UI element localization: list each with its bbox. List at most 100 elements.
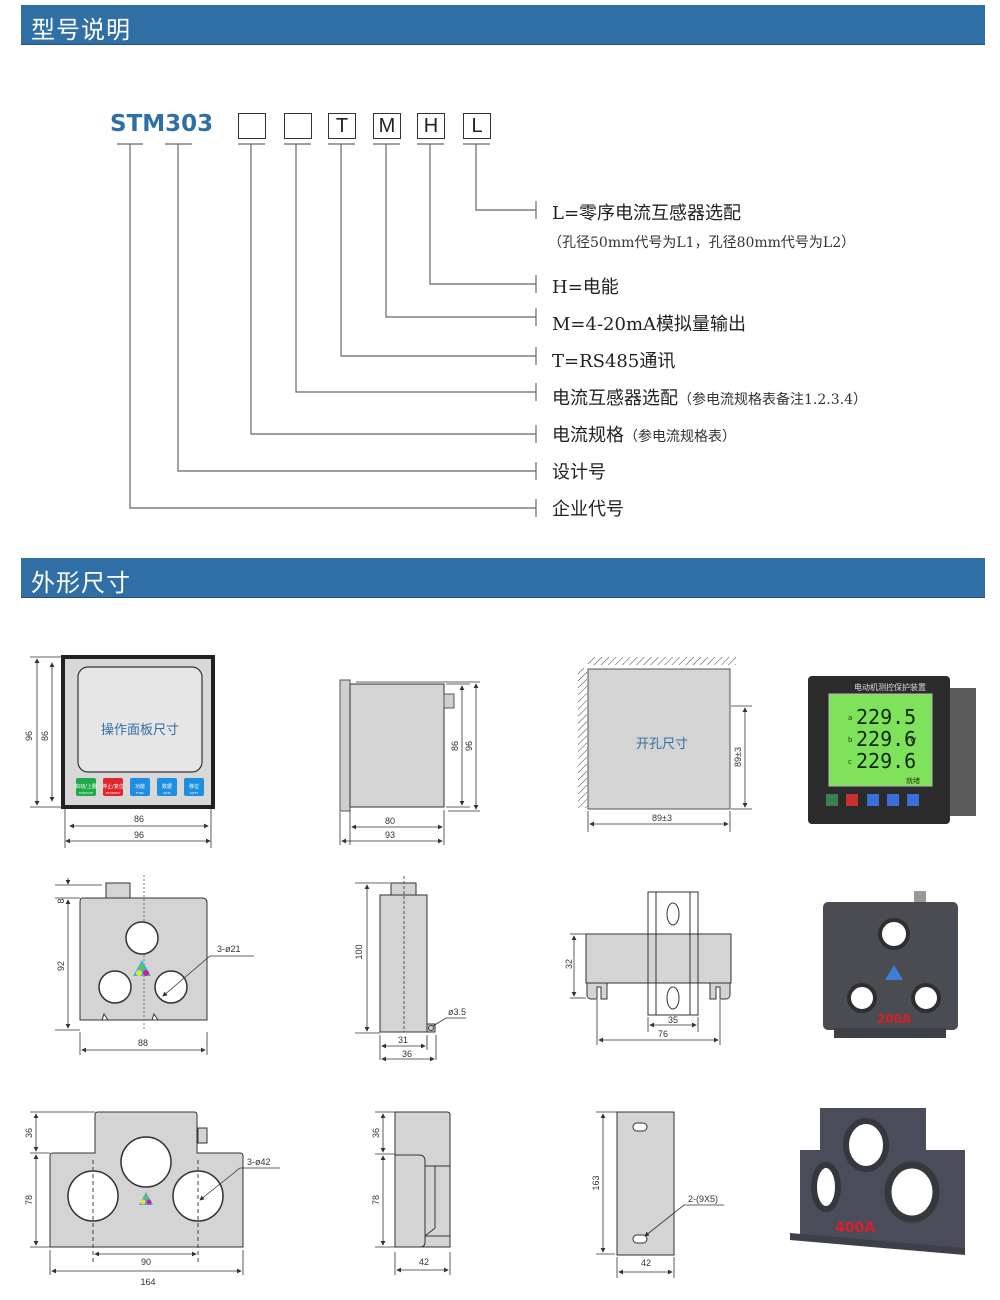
ct-large-dim-h2: 78: [24, 1195, 34, 1205]
panel-button-label: 功能: [135, 783, 145, 790]
ct-large-side-drawing: 36 78 42: [371, 1111, 451, 1275]
panel-button-label: 移位: [189, 783, 199, 790]
panel-button: [130, 778, 150, 796]
section-title-dimensions: 外形尺寸: [31, 569, 131, 597]
desc-design-text: 设计号: [552, 462, 606, 483]
dim-outer-w: 96: [134, 830, 144, 840]
desc-ct-note: （参电流规格表备注1.2.3.4）: [678, 392, 867, 408]
desc-spec-note: （参电流规格表）: [624, 429, 736, 445]
dim-outer-h: 96: [24, 731, 34, 741]
dim-inner-h: 86: [40, 731, 50, 741]
desc-l-text: L=零序电流互感器选配: [552, 203, 742, 224]
meter-status: 就绪: [906, 776, 920, 785]
model-box-t: T: [328, 113, 356, 139]
desc-l-note: （孔径50mm代号为L1，孔径80mm代号为L2）: [548, 235, 856, 251]
side-dim-w1: 80: [385, 816, 395, 826]
side-panel-drawing: 86 96 80 93: [339, 679, 480, 845]
side-dim-h1: 86: [450, 741, 460, 751]
model-prefix: STM303: [110, 111, 214, 137]
panel-button-label: 启动/上翻: [75, 783, 97, 790]
ct-large-side-dim-w: 42: [419, 1257, 429, 1267]
side-dim-h2: 96: [464, 741, 474, 751]
model-connector-lines: [117, 143, 537, 517]
dim-inner-w: 86: [134, 814, 144, 824]
ct-small-dim-hole: 3-ø21: [217, 944, 241, 954]
ct-small-side-dim-hole: ø3.5: [448, 1007, 466, 1017]
ct-large-front-drawing: 36 78 90 164 3-ø42: [24, 1111, 280, 1287]
ct-small-side-dim-w1: 31: [398, 1035, 408, 1045]
section-banner-model: 型号说明: [21, 5, 985, 44]
section-banner-dimensions: 外形尺寸: [21, 558, 985, 597]
panel-button: [103, 778, 123, 796]
desc-m: M=4-20mA模拟量输出: [552, 310, 746, 336]
desc-ct: 电流互感器选配（参电流规格表备注1.2.3.4）: [552, 384, 867, 410]
cutout-drawing: 开孔尺寸 89±3 89±3: [578, 657, 752, 832]
side-dim-w2: 93: [385, 830, 395, 840]
panel-button-en: START/UP: [79, 791, 93, 795]
rail-dim-w1: 35: [668, 1015, 678, 1025]
desc-company-text: 企业代号: [552, 499, 624, 520]
model-box-l: L: [463, 113, 491, 139]
rail-dim-w2: 76: [658, 1029, 668, 1039]
desc-company: 企业代号: [552, 495, 624, 521]
ct-small-dim-w: 88: [138, 1038, 148, 1048]
meter-unit: V: [910, 737, 917, 747]
ct-large-dim-h1: 36: [24, 1128, 34, 1138]
meter-value: 229.6: [856, 727, 916, 751]
model-box-m: M: [373, 113, 401, 139]
ct-large-dim-hole: 3-ø42: [247, 1157, 271, 1167]
desc-h: H=电能: [552, 273, 619, 299]
meter-value: 229.5: [856, 705, 916, 729]
plate-dim-slot: 2-(9X5): [688, 1194, 718, 1204]
panel-button-en: STOP/RST: [106, 791, 121, 795]
panel-button-en: DATA: [163, 791, 172, 795]
desc-ct-text: 电流互感器选配: [552, 388, 678, 409]
plate-dim-w: 42: [641, 1258, 651, 1268]
model-box-2: [284, 113, 312, 139]
ct-small-side-drawing: 100 31 36 ø3.5: [354, 876, 466, 1062]
ct-large-rating: 400A: [835, 1220, 875, 1236]
ct-large-plate-drawing: 163 42 2-(9X5): [591, 1111, 724, 1278]
desc-m-text: M=4-20mA模拟量输出: [552, 314, 747, 335]
meter-value: 229.6: [856, 749, 916, 773]
ct-large-side-dim-h1: 36: [371, 1128, 381, 1138]
section-title-model: 型号说明: [31, 16, 131, 44]
ct-large-dim-w1: 90: [141, 1257, 151, 1267]
ct-small-dim-top: 8: [56, 898, 66, 903]
desc-t-text: T=RS485通讯: [552, 351, 676, 372]
desc-l: L=零序电流互感器选配: [552, 199, 741, 225]
ct-large-photo: 400A: [790, 1108, 965, 1255]
ct-small-dim-h: 92: [56, 961, 66, 971]
model-box-1: [238, 113, 266, 139]
cutout-label: 开孔尺寸: [636, 737, 688, 752]
desc-t: T=RS485通讯: [552, 347, 675, 373]
panel-label: 操作面板尺寸: [101, 722, 179, 738]
panel-button: [184, 778, 204, 796]
ct-small-rating: 200A: [877, 1012, 912, 1026]
ct-large-side-dim-h2: 78: [371, 1195, 381, 1205]
panel-button-label: 停止/复位: [102, 783, 124, 790]
ct-small-photo: 200A: [823, 891, 958, 1038]
panel-button: [157, 778, 177, 796]
panel-button-en: SHIFT: [190, 791, 199, 795]
panel-button-label: 数据: [162, 783, 172, 790]
model-box-h: H: [417, 113, 445, 139]
ct-small-side-dim-h: 100: [354, 944, 364, 959]
meter-phase: b: [848, 736, 853, 744]
meter-title: 电动机测控保护装置: [854, 682, 926, 692]
meter-phase: c: [848, 758, 852, 766]
desc-h-text: H=电能: [552, 277, 619, 298]
cutout-dim-h: 89±3: [733, 747, 743, 767]
ct-small-rail-drawing: 32 35 76: [564, 891, 732, 1045]
panel-button-en: FUNC: [136, 791, 144, 795]
panel-button: [76, 778, 96, 796]
ct-small-side-dim-w2: 36: [402, 1049, 412, 1059]
desc-spec-text: 电流规格: [552, 425, 624, 446]
meter-phase: a: [848, 714, 852, 722]
plate-dim-h: 163: [591, 1175, 601, 1190]
desc-spec: 电流规格（参电流规格表）: [552, 421, 736, 447]
